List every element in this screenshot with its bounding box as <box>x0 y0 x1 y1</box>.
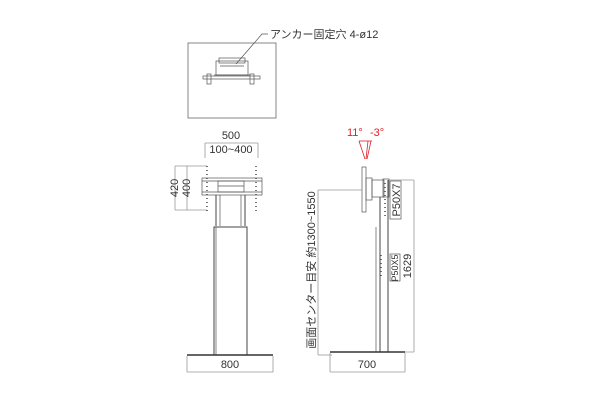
pitch-lower-label: P50X5 <box>390 254 400 281</box>
anchor-hole-label: アンカー固定穴 4-ø12 <box>270 27 378 41</box>
front-column <box>213 226 248 356</box>
top-view-base-plate <box>187 42 277 119</box>
side-bracket <box>371 179 385 198</box>
front-width-outer: 500 <box>222 130 240 142</box>
front-height-outer: 420 <box>169 179 181 197</box>
side-view: 11° -3° P50X7 P50X5 1629 画面センター目安 約1 <box>304 127 415 373</box>
mount-center-plate <box>217 180 245 193</box>
side-base-depth: 700 <box>358 359 376 371</box>
tilt-up-label: 11° <box>347 127 363 139</box>
total-height-label: 1629 <box>402 254 414 278</box>
top-view-crossbar <box>202 75 261 80</box>
side-display-panel <box>361 166 367 213</box>
pitch-lower-box <box>389 253 401 282</box>
front-width-inner: 100~400 <box>209 144 252 156</box>
front-height-inner: 400 <box>181 179 193 197</box>
front-base-width: 800 <box>221 359 239 371</box>
anchor-leader-line <box>235 33 268 65</box>
mount-frame <box>201 177 263 196</box>
pitch-upper-box <box>389 180 402 220</box>
tilt-down-line <box>365 140 369 160</box>
top-view: アンカー固定穴 4-ø12 <box>187 27 378 119</box>
tilt-up-line <box>358 140 366 160</box>
center-height-label: 画面センター目安 約1300~1550 <box>304 191 318 348</box>
front-view: 500 100~400 420 400 800 <box>169 130 274 373</box>
pitch-upper-label: P50X7 <box>391 183 403 216</box>
tilt-down-label: -3° <box>370 127 384 139</box>
